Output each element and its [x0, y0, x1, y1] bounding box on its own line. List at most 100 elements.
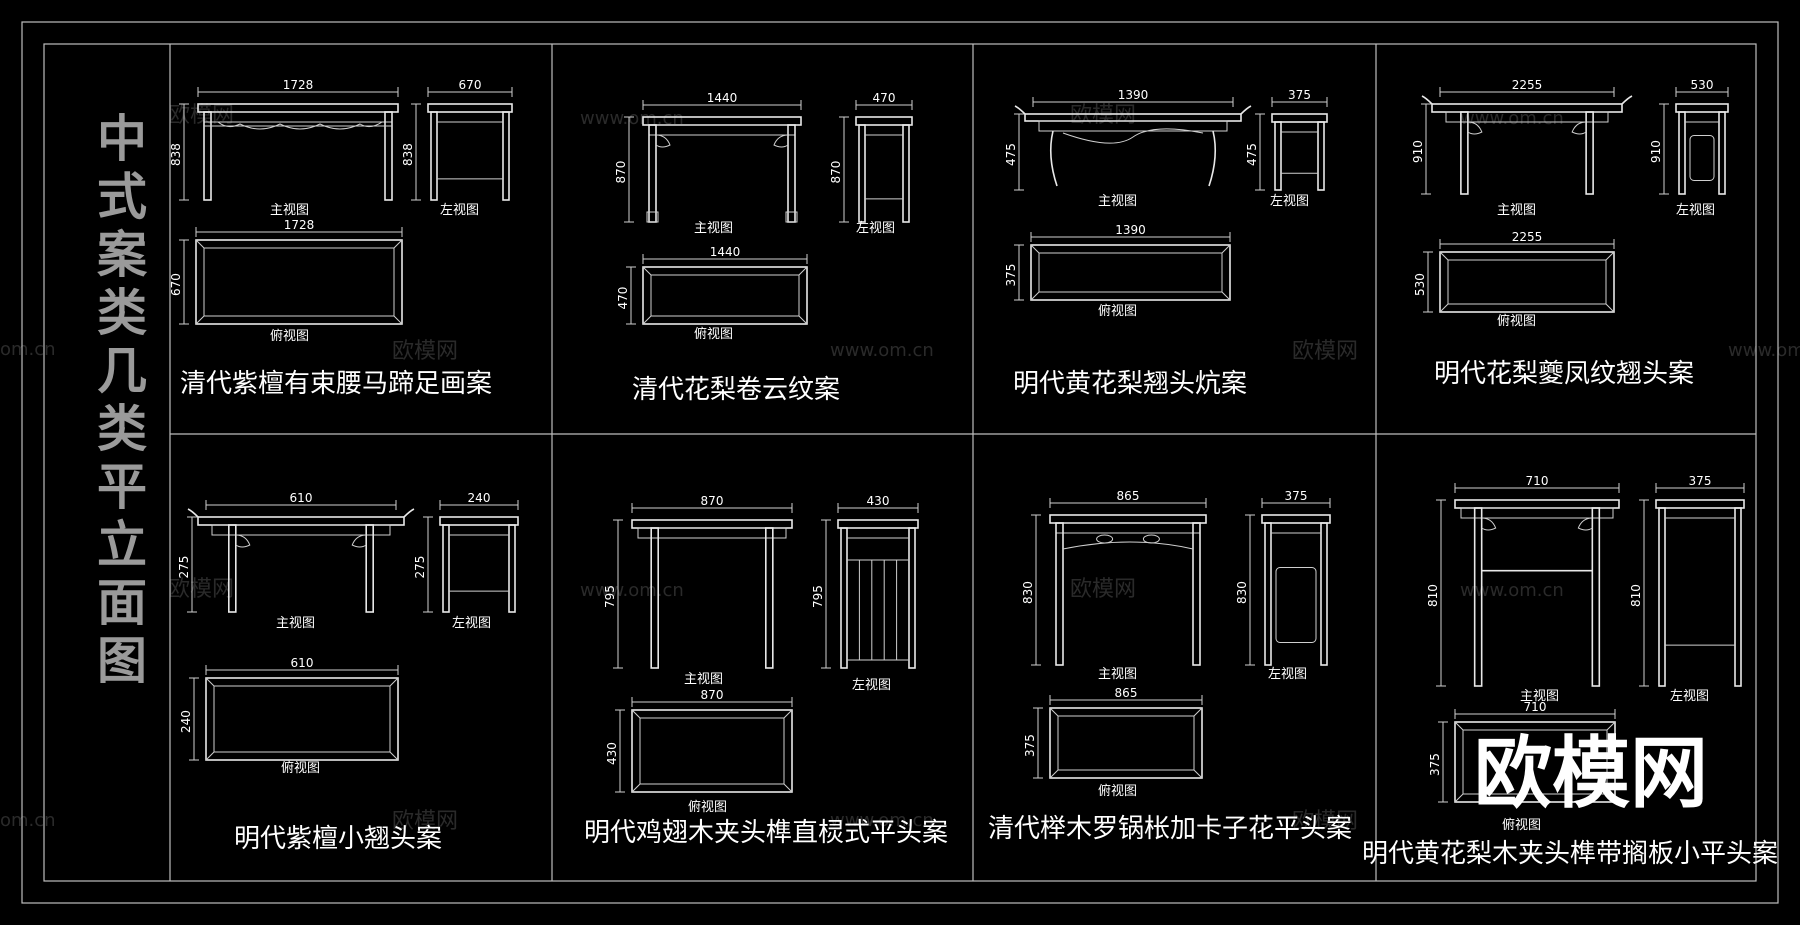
dimension-label: 810 — [1426, 584, 1440, 607]
side-leg — [430, 111, 438, 201]
dimension-label: 830 — [1021, 581, 1035, 604]
miter — [1606, 793, 1616, 803]
view-label-side: 左视图 — [452, 616, 491, 631]
watermark-site: www.om.cn — [830, 340, 934, 361]
side-leg — [508, 524, 516, 613]
brand-watermark: 欧模网 — [1474, 729, 1708, 819]
kazi-flower — [1096, 534, 1114, 544]
view-label-side: 左视图 — [1670, 689, 1709, 704]
panel-title: 明代黄花梨木夹头榫带搁板小平头案 — [1362, 839, 1778, 869]
side-leg — [1320, 522, 1328, 666]
dimension-label: 1728 — [283, 78, 314, 92]
top-panel — [1057, 715, 1195, 771]
dimension-label: 865 — [1115, 686, 1138, 700]
watermark-partial: om.cn — [0, 810, 56, 831]
side-leg — [840, 527, 848, 669]
top-outline — [1439, 251, 1615, 313]
view-label-side: 左视图 — [1676, 203, 1715, 218]
spandrel — [773, 134, 789, 148]
table-leg — [650, 527, 660, 669]
dimension-label: 870 — [829, 161, 843, 184]
miter — [1606, 721, 1616, 731]
view-label-front: 主视图 — [1520, 689, 1559, 704]
side-top — [1261, 514, 1331, 524]
dimension-label: 470 — [873, 91, 896, 105]
watermark-site: www.om.cn — [580, 580, 684, 601]
top-outline — [1454, 721, 1616, 803]
miter — [798, 315, 808, 325]
miter — [1030, 244, 1040, 254]
miter — [389, 751, 399, 761]
side-leg — [1317, 121, 1325, 191]
table-leg — [1591, 507, 1601, 687]
table-leg — [228, 524, 237, 613]
side-top — [837, 519, 919, 529]
dimension-label: 375 — [1004, 264, 1018, 287]
top-outline — [195, 239, 403, 325]
watermark-site: www.om.cn — [830, 810, 934, 831]
furniture-panel: 865830主视图375830左视图865375俯视图清代榉木罗锅枨加卡子花平头… — [988, 489, 1352, 844]
foot — [785, 211, 798, 223]
dimension-label: 838 — [169, 143, 183, 166]
view-label-top: 俯视图 — [1502, 817, 1541, 833]
panel-title: 明代鸡翅木夹头榫直棂式平头案 — [584, 818, 948, 848]
table-leg — [203, 111, 212, 201]
sheet-title: 中式案类几类平立面图 — [89, 112, 147, 692]
miter — [393, 315, 403, 325]
side-top — [439, 516, 519, 526]
miter — [798, 266, 808, 276]
miter — [1439, 251, 1449, 261]
miter — [1439, 303, 1449, 313]
apron — [637, 527, 787, 539]
panel-title: 清代花梨卷云纹案 — [632, 375, 840, 405]
dimension-label: 475 — [1004, 143, 1018, 166]
furniture-panel: 1728838主视图670838左视图1728670俯视图清代紫檀有束腰马蹄足画… — [169, 78, 513, 399]
side-top — [1271, 113, 1328, 123]
dimension-label: 838 — [401, 143, 415, 166]
table-leg — [1049, 130, 1058, 187]
side-leg — [902, 124, 910, 223]
top-panel — [203, 247, 395, 317]
table-leg — [384, 111, 393, 201]
dimension-label: 1440 — [710, 245, 741, 259]
side-leg — [502, 111, 510, 201]
inner-frame — [43, 43, 1757, 882]
view-label-top: 俯视图 — [1098, 303, 1137, 319]
dimension-label: 910 — [1649, 140, 1663, 163]
miter — [1193, 769, 1203, 779]
dimension-label: 375 — [1023, 734, 1037, 757]
dimension-label: 910 — [1411, 140, 1425, 163]
spandrel — [1467, 121, 1483, 135]
miter — [393, 239, 403, 249]
miter — [205, 677, 215, 687]
dimension-label: 1390 — [1115, 223, 1146, 237]
panel-title: 明代花梨夔凤纹翘头案 — [1434, 359, 1694, 389]
watermark-brand: 欧模网 — [168, 103, 234, 128]
view-label-top: 俯视图 — [281, 760, 320, 776]
watermark-brand: 欧模网 — [1292, 339, 1358, 364]
view-label-side: 左视图 — [852, 678, 891, 693]
side-panel — [1275, 567, 1317, 643]
top-outline — [642, 266, 808, 325]
furniture-panel: 710810主视图375810左视图710375俯视图明代黄花梨木夹头榫带搁板小… — [1362, 474, 1778, 869]
carved-apron — [217, 121, 383, 130]
spandrel — [1571, 121, 1587, 135]
kazi-flower — [1142, 534, 1160, 544]
dimension-label: 870 — [701, 688, 724, 702]
dimension-label: 710 — [1524, 700, 1547, 714]
watermark-site: www.om.cn — [1728, 340, 1800, 361]
dimension-label: 1390 — [1118, 88, 1149, 102]
dimension-label: 240 — [468, 491, 491, 505]
watermark-brand: 欧模网 — [1070, 103, 1136, 128]
miter — [1454, 793, 1464, 803]
table-leg — [764, 527, 774, 669]
side-top — [427, 103, 513, 113]
dimension-label: 530 — [1413, 273, 1427, 296]
everted-end — [187, 508, 415, 518]
miter — [642, 266, 652, 276]
top-outline — [205, 677, 399, 761]
dimension-label: 240 — [179, 710, 193, 733]
top-panel — [1462, 729, 1608, 795]
